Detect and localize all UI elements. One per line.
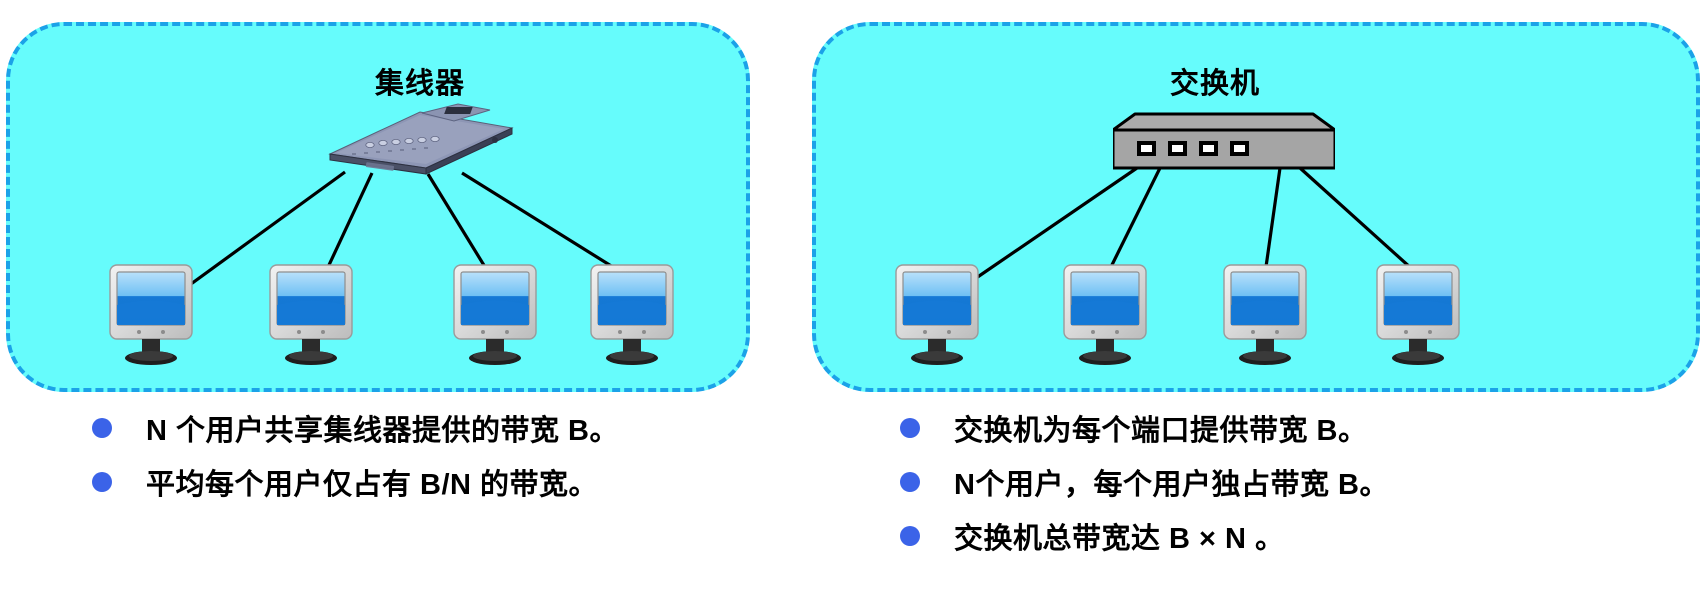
switch-computer-4 xyxy=(1376,264,1460,365)
hub-bullet-text-2: 平均每个用户仅占有 B/N 的带宽。 xyxy=(146,469,599,501)
switch-bullet-text-3: 交换机总带宽达 B × N 。 xyxy=(954,523,1285,555)
switch-bullet-item-1: 交换机为每个端口提供带宽 B。 xyxy=(900,404,1660,452)
hub-bullet-text-1: N 个用户共享集线器提供的带宽 B。 xyxy=(146,415,620,447)
hub-computer-4 xyxy=(590,264,674,365)
switch-computer-3 xyxy=(1223,264,1307,365)
hub-bullet-item-2: 平均每个用户仅占有 B/N 的带宽。 xyxy=(92,458,752,506)
hub-led-row xyxy=(365,136,440,149)
bullet-dot-icon xyxy=(900,526,920,546)
bullet-dot-icon xyxy=(92,418,112,438)
switch-bullet-item-2: N个用户，每个用户独占带宽 B。 xyxy=(900,458,1660,506)
switch-device-label: 交换机 xyxy=(1169,68,1260,100)
bullet-dot-icon xyxy=(900,472,920,492)
switch-bullet-list: 交换机为每个端口提供带宽 B。 N个用户，每个用户独占带宽 B。 交换机总带宽达… xyxy=(900,404,1660,566)
hub-device xyxy=(328,103,514,175)
switch-bullet-text-2: N个用户，每个用户独占带宽 B。 xyxy=(954,469,1389,501)
hub-computer-3 xyxy=(453,264,537,365)
switch-computer-1 xyxy=(895,264,979,365)
hub-bullet-list: N 个用户共享集线器提供的带宽 B。 平均每个用户仅占有 B/N 的带宽。 xyxy=(92,404,752,512)
switch-bullet-item-3: 交换机总带宽达 B × N 。 xyxy=(900,512,1660,560)
hub-computer-1 xyxy=(109,264,193,365)
switch-port-row xyxy=(1137,141,1249,156)
hub-bullet-item-1: N 个用户共享集线器提供的带宽 B。 xyxy=(92,404,752,452)
bullet-dot-icon xyxy=(900,418,920,438)
switch-computer-2 xyxy=(1063,264,1147,365)
switch-bullet-text-1: 交换机为每个端口提供带宽 B。 xyxy=(954,415,1368,447)
hub-device-label: 集线器 xyxy=(374,68,465,100)
switch-device xyxy=(1113,112,1335,170)
bullet-dot-icon xyxy=(92,472,112,492)
hub-computer-2 xyxy=(269,264,353,365)
